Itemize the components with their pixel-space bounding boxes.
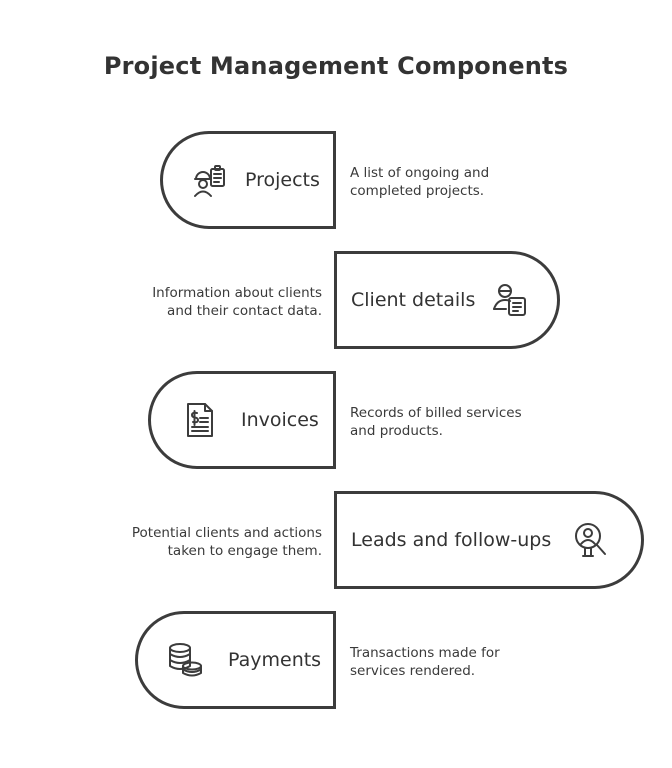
item-payments: Payments [135,611,336,709]
desc-leads-follow-ups: Potential clients and actions taken to e… [131,525,322,559]
desc-projects: A list of ongoing and completed projects… [350,165,490,199]
worker-clipboard-icon [191,161,229,199]
item-label-invoices: Invoices [241,409,319,431]
item-projects: Projects [160,131,336,229]
user-card-icon [491,281,529,319]
item-label-projects: Projects [245,169,320,191]
person-magnifier-icon [571,521,609,559]
coin-stack-icon [166,641,204,679]
item-client-details: Client details [334,251,560,349]
diagram-title: Project Management Components [103,52,569,80]
item-label-leads-follow-ups: Leads and follow-ups [351,529,552,551]
desc-payments: Transactions made for services rendered. [350,645,500,679]
desc-invoices: Records of billed services and products. [350,405,522,439]
item-label-client-details: Client details [351,289,476,311]
item-leads-follow-ups: Leads and follow-ups [334,491,644,589]
invoice-document-icon [181,401,219,439]
item-invoices: Invoices [148,371,336,469]
desc-client-details: Information about clients and their cont… [152,285,322,319]
item-label-payments: Payments [228,649,322,671]
